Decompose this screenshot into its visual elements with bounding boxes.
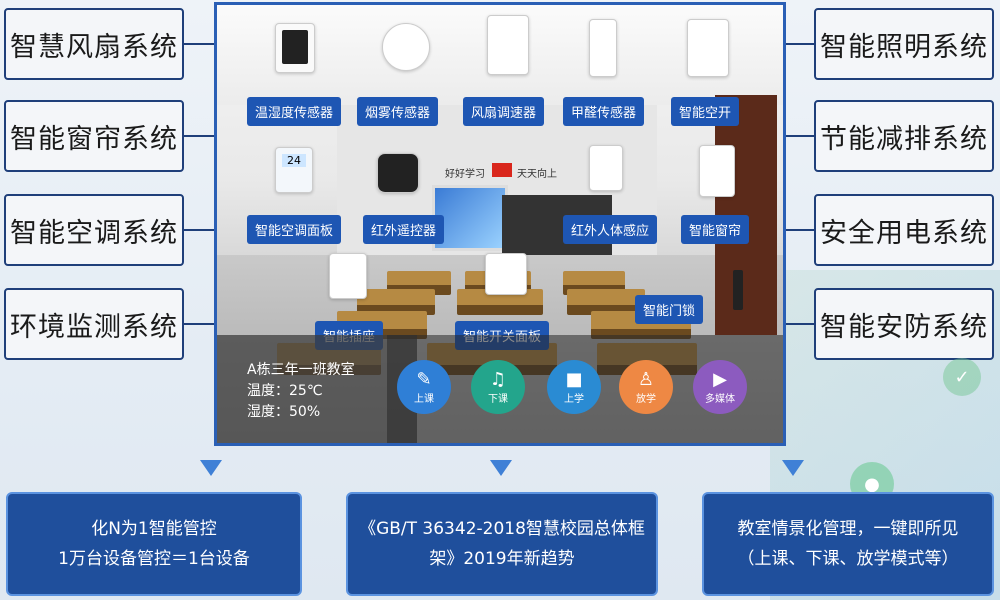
film-icon: ▶ [713, 368, 727, 390]
label-fan-speed-controller[interactable]: 风扇调速器 [463, 97, 545, 126]
desk [567, 289, 645, 315]
label-smart-ac-panel[interactable]: 智能空调面板 [247, 215, 342, 244]
connector-line [184, 43, 224, 45]
door-lock-icon [733, 270, 743, 310]
shield-check-icon: ✓ [943, 358, 981, 396]
air-switch-device [687, 19, 729, 77]
connector-line [778, 229, 816, 231]
flag-icon [492, 163, 512, 177]
system-box-energy-saving[interactable]: 节能减排系统 [814, 100, 994, 172]
backpack-icon: ■ [565, 368, 583, 390]
mode-button-school-arrive[interactable]: ■ 上学 [547, 360, 601, 414]
class-start-icon: ✎ [416, 368, 432, 390]
bottom-box-text: 化N为1智能管控 [91, 519, 217, 539]
mode-label: 放学 [636, 393, 656, 405]
smoke-sensor-device [382, 23, 430, 71]
bottom-box-text: 《GB/T 36342-2018智慧校园总体框 [359, 519, 645, 539]
bottom-box-text: 架》2019年新趋势 [429, 549, 575, 569]
bottom-box-text: 1万台设备管控＝1台设备 [58, 549, 250, 569]
label-smart-door-lock[interactable]: 智能门锁 [635, 295, 704, 324]
system-box-smart-curtain[interactable]: 智能窗帘系统 [4, 100, 184, 172]
fan-speed-device [487, 15, 529, 75]
mode-label: 多媒体 [705, 393, 735, 405]
down-arrow-icon [782, 460, 804, 476]
down-arrow-icon [200, 460, 222, 476]
label-ir-remote[interactable]: 红外遥控器 [363, 215, 445, 244]
mode-button-school-leave[interactable]: ♙ 放学 [619, 360, 673, 414]
bottom-box-text: （上课、下课、放学模式等） [737, 549, 959, 569]
mode-button-class-start[interactable]: ✎ 上课 [397, 360, 451, 414]
label-smart-air-switch[interactable]: 智能空开 [671, 97, 740, 126]
down-arrow-icon [490, 460, 512, 476]
banner-left: 好好学习 [445, 169, 485, 180]
bottom-box-text: 教室情景化管理，一键即所见 [737, 519, 959, 539]
mode-label: 上学 [564, 393, 584, 405]
system-box-smart-security[interactable]: 智能安防系统 [814, 288, 994, 360]
room-info: A栋三年一班教室 温度：25℃ 湿度：50% [247, 360, 355, 423]
bottom-box-unified-control: 化N为1智能管控 1万台设备管控＝1台设备 [6, 492, 302, 596]
bottom-box-scene-management: 教室情景化管理，一键即所见 （上课、下课、放学模式等） [702, 492, 994, 596]
ir-body-sensor-device [589, 145, 623, 191]
system-box-smart-lighting[interactable]: 智能照明系统 [814, 8, 994, 80]
bottom-box-standard: 《GB/T 36342-2018智慧校园总体框 架》2019年新趋势 [346, 492, 658, 596]
system-box-smart-fan[interactable]: 智慧风扇系统 [4, 8, 184, 80]
room-humidity: 湿度：50% [247, 404, 321, 420]
connector-line [778, 135, 816, 137]
connector-line [184, 323, 224, 325]
formaldehyde-sensor-device [589, 19, 617, 77]
ac-panel-display: 24 [282, 154, 306, 167]
temp-humidity-sensor-device [275, 23, 315, 73]
curtain-device [699, 145, 735, 197]
system-box-env-monitor[interactable]: 环境监测系统 [4, 288, 184, 360]
switch-panel-device [485, 253, 527, 295]
label-formaldehyde-sensor[interactable]: 甲醛传感器 [563, 97, 645, 126]
ac-panel-device: 24 [275, 147, 313, 193]
room-temperature: 温度：25℃ [247, 383, 323, 399]
system-box-smart-ac[interactable]: 智能空调系统 [4, 194, 184, 266]
system-box-electrical-safety[interactable]: 安全用电系统 [814, 194, 994, 266]
connector-line [184, 135, 224, 137]
label-temp-humidity-sensor[interactable]: 温湿度传感器 [247, 97, 342, 126]
classroom-scene: 好好学习 天天向上 24 温湿度传感器 烟雾传感器 风扇调速器 甲醛传感器 智能… [214, 2, 786, 446]
mode-button-multimedia[interactable]: ▶ 多媒体 [693, 360, 747, 414]
connector-line [778, 323, 816, 325]
socket-device [329, 253, 367, 299]
label-smoke-sensor[interactable]: 烟雾传感器 [357, 97, 439, 126]
mode-button-class-end[interactable]: ♫ 下课 [471, 360, 525, 414]
mode-label: 上课 [414, 393, 434, 405]
connector-line [184, 229, 224, 231]
label-ir-body-sensor[interactable]: 红外人体感应 [563, 215, 658, 244]
mode-label: 下课 [488, 393, 508, 405]
bell-icon: ♫ [489, 368, 507, 390]
connector-line [778, 43, 816, 45]
label-smart-curtain[interactable]: 智能窗帘 [681, 215, 750, 244]
room-name: A栋三年一班教室 [247, 362, 355, 378]
ir-remote-device [377, 153, 419, 193]
room-info-panel [217, 335, 417, 443]
walking-icon: ♙ [637, 368, 655, 390]
banner-right: 天天向上 [517, 169, 557, 180]
desk [357, 289, 435, 315]
